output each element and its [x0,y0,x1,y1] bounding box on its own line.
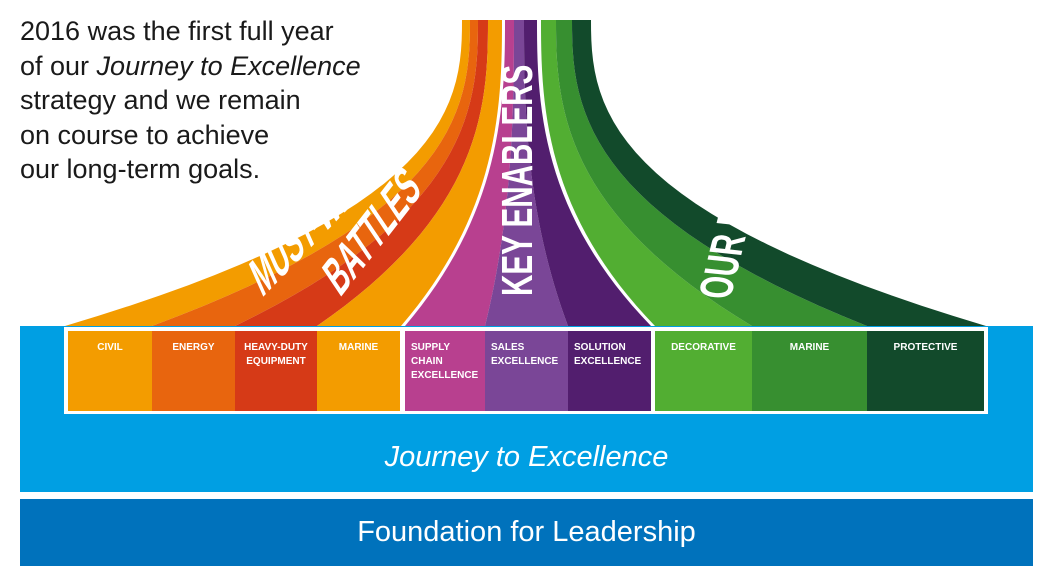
journey-label: Journey to Excellence [384,441,669,473]
column-label: SALES EXCELLENCE [491,342,559,367]
column-label: DECORATIVE [671,342,736,353]
column-box: SOLUTION EXCELLENCE [568,331,651,411]
foundation-band: Foundation for Leadership [20,499,1033,566]
road-stripe-marine-business [556,20,867,326]
intro-line: strategy and we remain [20,85,301,115]
column-box: SALES EXCELLENCE [485,331,568,411]
intro-line: of our [20,50,97,81]
road-stripe-solution [524,20,651,326]
column-label: CIVIL [97,342,123,353]
column-box: PROTECTIVE [867,331,984,411]
column-label: PROTECTIVE [893,342,958,353]
column-label: MARINE [789,342,830,353]
column-label: SOLUTION EXCELLENCE [574,342,642,367]
intro-line: 2016 was the first full year [20,16,334,46]
column-box: MARINE [317,331,400,411]
column-box: SUPPLY CHAIN EXCELLENCE [405,331,485,411]
column-label: HEAVY-DUTY EQUIPMENT [244,342,308,367]
road-stripe-civil [65,20,470,326]
road-stripe-marine [317,20,502,326]
column-box: CIVIL [68,331,152,411]
road-diagram: MUST-WIN BATTLES KEY ENABLERS OUR BUSINE… [65,20,986,326]
intro-line: on course to achieve [20,119,270,150]
key-enablers-label: KEY ENABLERS [492,65,541,296]
column-box: ENERGY [152,331,235,411]
road-stripe-sales [485,20,568,326]
intro-text: 2016 was the first full year of our Jour… [20,14,361,187]
road-stripe-heavy-duty [235,20,488,326]
column-label: SUPPLY CHAIN EXCELLENCE [411,342,479,381]
road-stripe-decorative [541,20,752,326]
column-box: MARINE [752,331,867,411]
road-stripe-energy [152,20,478,326]
column-label: MARINE [338,342,379,353]
road-stripe-supply-chain [405,20,514,326]
column-box: HEAVY-DUTY EQUIPMENT [235,331,317,411]
strategy-columns: CIVIL ENERGY HEAVY-DUTY EQUIPMENT MARINE SUP… [64,327,988,414]
road-stripes [65,20,986,326]
column-label: ENERGY [172,342,215,353]
intro-emphasis: Journey to Excellence [96,50,361,81]
column-box: DECORATIVE [655,331,752,411]
intro-line: our long-term goals. [20,154,261,184]
road-stripe-protective [572,20,986,326]
